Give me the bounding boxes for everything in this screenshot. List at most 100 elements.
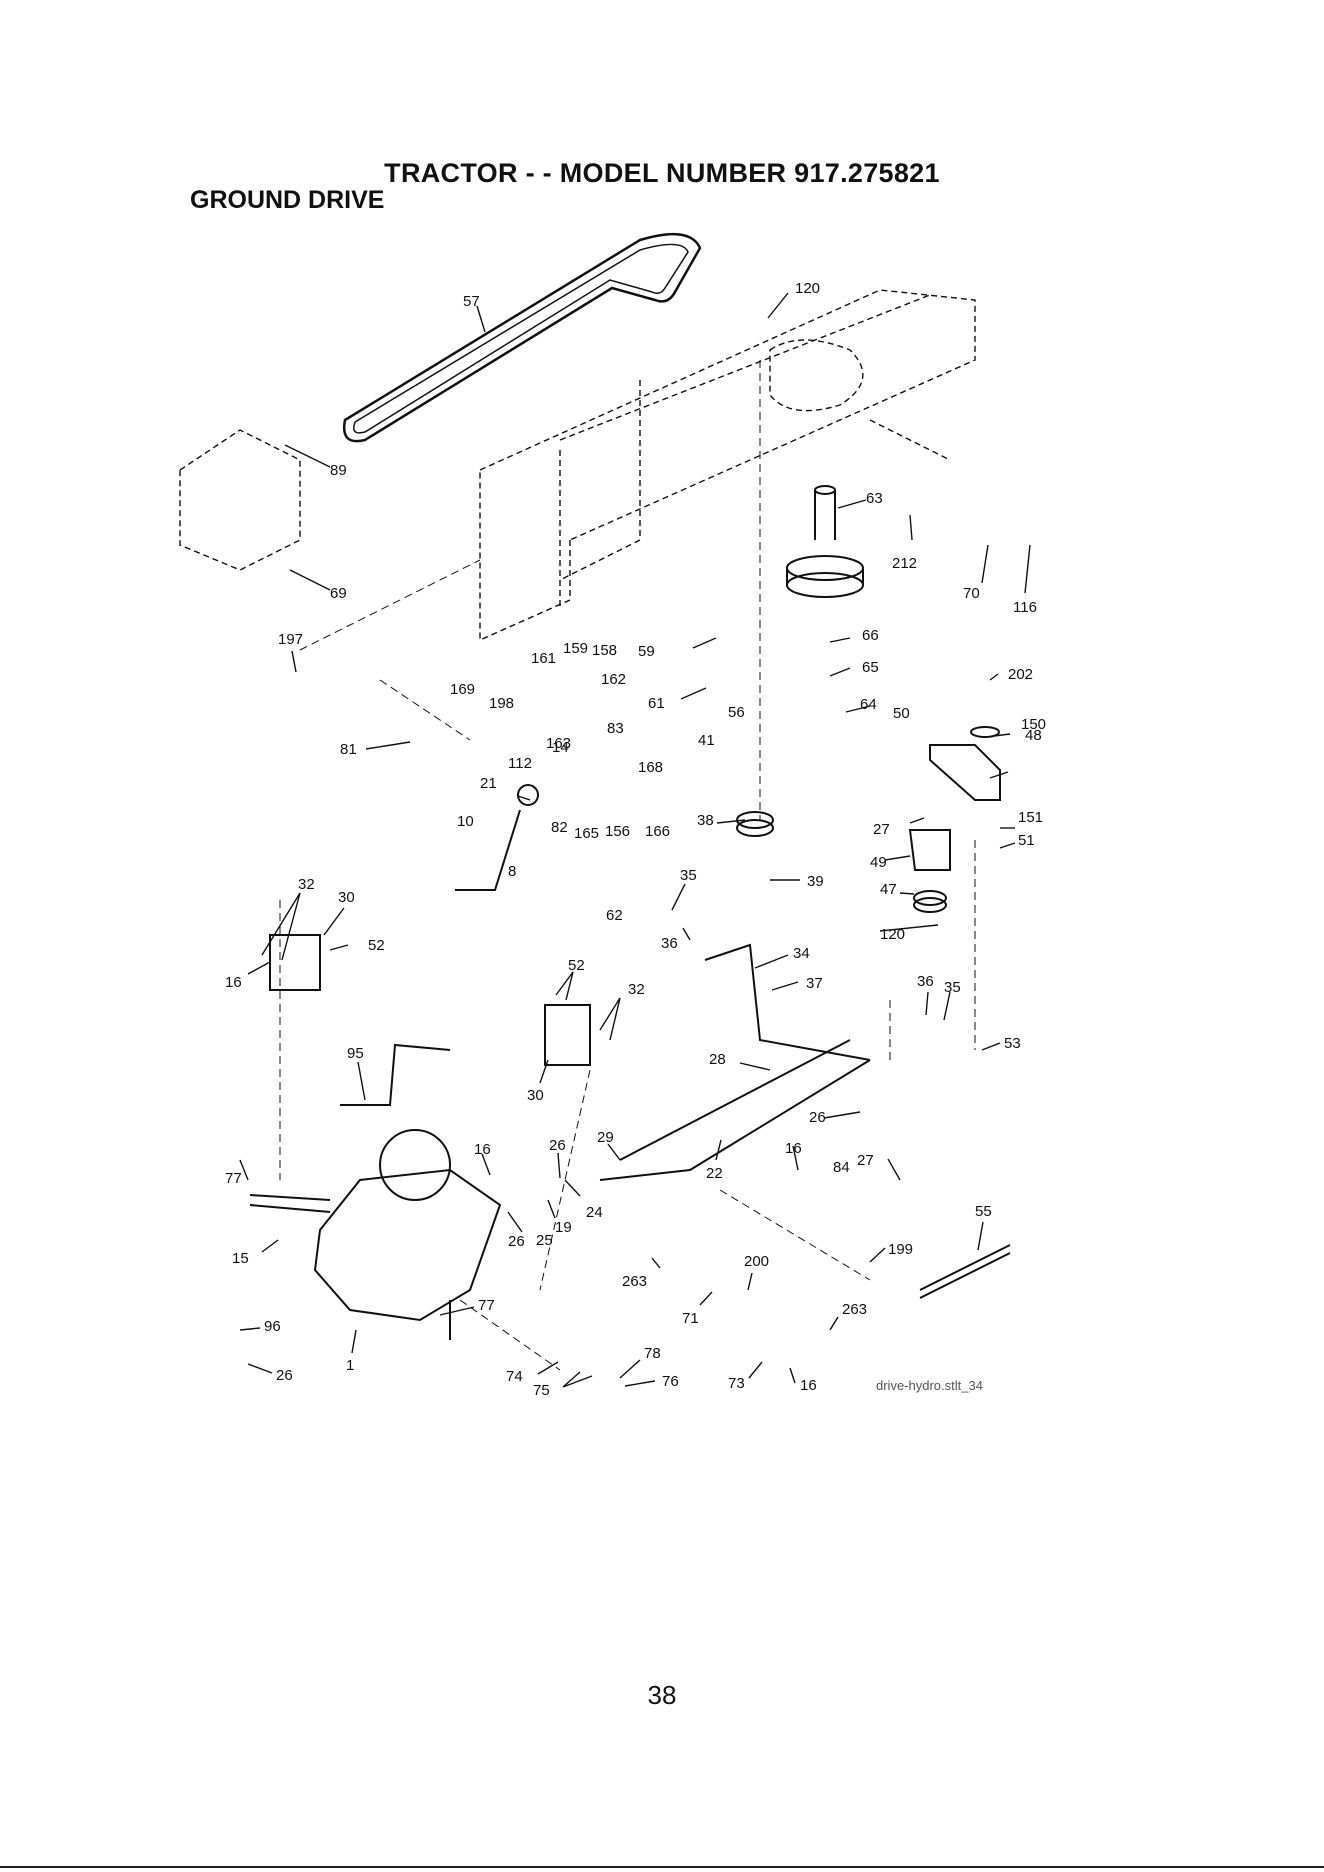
callout-62: 62: [606, 907, 623, 924]
callout-158: 158: [592, 642, 617, 659]
callout-159: 159: [563, 640, 588, 657]
callout-83: 83: [607, 720, 624, 737]
callout-77: 77: [478, 1297, 495, 1314]
callout-27: 27: [857, 1152, 874, 1169]
callout-16: 16: [474, 1141, 491, 1158]
page-number: 38: [647, 1680, 677, 1710]
callout-120: 120: [880, 926, 905, 943]
idler-bracket-shape: [908, 744, 1001, 871]
callout-112: 112: [508, 755, 532, 772]
callout-82: 82: [551, 819, 568, 836]
callout-21: 21: [480, 775, 497, 792]
callout-27: 27: [873, 821, 890, 838]
callout-49: 49: [870, 854, 887, 871]
parts-illustration: [179, 232, 1011, 1371]
callout-41: 41: [698, 732, 715, 749]
callout-24: 24: [586, 1204, 603, 1221]
callout-39: 39: [807, 873, 824, 890]
callout-labels: 57 120 89 69 63 212 70 116 197 161 159 1…: [225, 280, 1046, 1399]
section-title: GROUND DRIVE: [190, 186, 385, 214]
callout-26: 26: [508, 1233, 525, 1250]
callout-75: 75: [533, 1382, 550, 1399]
bottom-rule: [0, 1866, 1324, 1868]
callout-47: 47: [880, 881, 897, 898]
callout-199: 199: [888, 1241, 913, 1258]
callout-77: 77: [225, 1170, 242, 1187]
callout-96: 96: [264, 1318, 281, 1335]
callout-73: 73: [728, 1375, 745, 1392]
guide-lines: [279, 360, 976, 1371]
callout-202: 202: [1008, 666, 1033, 683]
callout-78: 78: [644, 1345, 661, 1362]
callout-61: 61: [648, 695, 665, 712]
callout-1: 1: [346, 1357, 354, 1374]
callout-162: 162: [601, 671, 626, 688]
callout-63: 63: [866, 490, 883, 507]
callout-38: 38: [697, 812, 714, 829]
callout-26: 26: [809, 1109, 826, 1126]
callout-8: 8: [508, 863, 516, 880]
callout-48: 48: [1025, 727, 1042, 744]
drive-belt-shape: [342, 232, 702, 443]
callout-34: 34: [793, 945, 810, 962]
callout-30: 30: [527, 1087, 544, 1104]
callout-51: 51: [1018, 832, 1035, 849]
callout-76: 76: [662, 1373, 679, 1390]
callout-19: 19: [555, 1219, 572, 1236]
callout-36: 36: [917, 973, 934, 990]
callout-16: 16: [800, 1377, 817, 1394]
callout-55: 55: [975, 1203, 992, 1220]
callout-37: 37: [806, 975, 823, 992]
callout-263: 263: [622, 1273, 647, 1290]
callout-198: 198: [489, 695, 514, 712]
callout-70: 70: [963, 585, 980, 602]
callout-52: 52: [368, 937, 385, 954]
callout-66: 66: [862, 627, 879, 644]
callout-150: 150: [1021, 716, 1046, 733]
callout-59: 59: [638, 643, 655, 660]
callout-36: 36: [661, 935, 678, 952]
callout-151: 151: [1018, 809, 1043, 826]
callout-163: 163: [546, 735, 571, 752]
callout-165: 165: [574, 825, 599, 842]
callout-156: 156: [605, 823, 630, 840]
callout-120: 120: [795, 280, 820, 297]
callout-71: 71: [682, 1310, 699, 1327]
callout-25: 25: [536, 1232, 553, 1249]
callout-28: 28: [709, 1051, 726, 1068]
callout-35: 35: [944, 979, 961, 996]
callout-26: 26: [276, 1367, 293, 1384]
callout-263: 263: [842, 1301, 867, 1318]
callout-89: 89: [330, 462, 347, 479]
callout-56: 56: [728, 704, 745, 721]
callout-69: 69: [330, 585, 347, 602]
callout-26: 26: [549, 1137, 566, 1154]
callout-84: 84: [833, 1159, 850, 1176]
callout-168: 168: [638, 759, 663, 776]
callout-50: 50: [893, 705, 910, 722]
callout-29: 29: [597, 1129, 614, 1146]
callout-169: 169: [450, 681, 475, 698]
callout-161: 161: [531, 650, 556, 667]
callout-116: 116: [1013, 599, 1037, 616]
callout-65: 65: [862, 659, 879, 676]
callout-53: 53: [1004, 1035, 1021, 1052]
callout-197: 197: [278, 631, 303, 648]
callout-35: 35: [680, 867, 697, 884]
callout-22: 22: [706, 1165, 723, 1182]
callout-15: 15: [232, 1250, 249, 1267]
callout-32: 32: [298, 876, 315, 893]
pulley-assembly-shape: [736, 485, 1000, 913]
bracket-shape: [269, 934, 591, 1066]
leader-lines: [239, 292, 1031, 1388]
lever-shape: [455, 784, 539, 891]
callout-57: 57: [463, 293, 480, 310]
transaxle-shape: [249, 1129, 502, 1340]
callout-52: 52: [568, 957, 585, 974]
drawing-reference: drive-hydro.stlt_34: [876, 1378, 983, 1393]
spring-shape: [919, 1244, 1011, 1299]
callout-32: 32: [628, 981, 645, 998]
callout-81: 81: [340, 741, 357, 758]
callout-200: 200: [744, 1253, 769, 1270]
